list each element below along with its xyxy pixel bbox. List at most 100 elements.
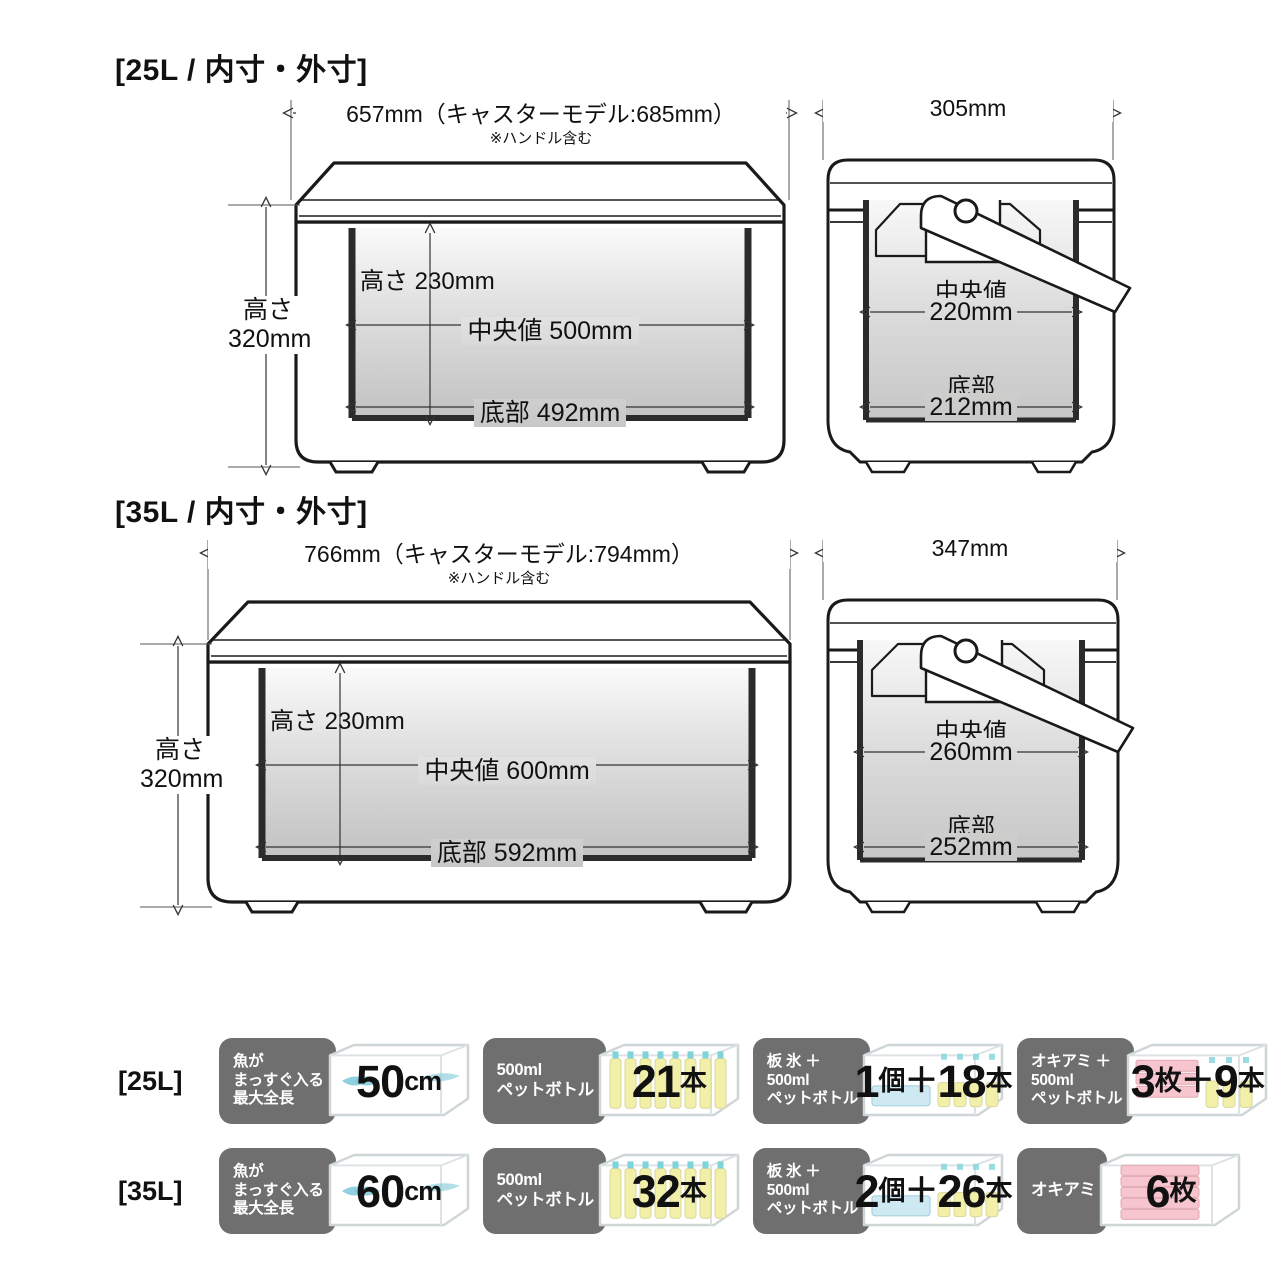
capacity-quantity-part: 32	[631, 1165, 681, 1217]
capacity-quantity-part: cm	[404, 1065, 442, 1096]
capacity-row-label: [25L]	[118, 1065, 183, 1096]
capacity-quantity-part: 本	[679, 1065, 707, 1096]
capacity-quantity-part: 枚	[1169, 1175, 1197, 1206]
side-mid-value-25l: 220mm	[866, 298, 1076, 327]
outer-height-label-25l: 高さ 320mm	[228, 296, 312, 354]
capacity-quantity-part: 枚	[1154, 1065, 1182, 1096]
capacity-quantity-part: ＋	[904, 1062, 938, 1100]
top-dimension-35l: 766mm（キャスターモデル:794mm）	[208, 535, 790, 569]
capacity-badge-label-line: まっすぐ入る	[233, 1181, 324, 1199]
inner-width-mid-35l: 中央値 600mm	[262, 751, 752, 787]
capacity-badge-label: 魚がまっすぐ入る最大全長	[219, 1038, 336, 1124]
capacity-badge-label-line: ペットボトル	[766, 1200, 859, 1218]
capacity-quantity-part: 2	[854, 1165, 879, 1217]
capacity-badge-label: オキアミ	[1017, 1148, 1108, 1234]
side-top-dimension-35l: 347mm	[823, 535, 1117, 562]
outer-height-label-35l: 高さ 320mm	[140, 736, 224, 794]
capacity-quantity-part: ＋	[1180, 1062, 1215, 1100]
capacity-badge-label-line: 500ml	[766, 1181, 810, 1199]
capacity-quantity-part: 21	[631, 1055, 681, 1107]
side-mid-value-35l: 260mm	[860, 738, 1082, 767]
capacity-badge-label-line: ペットボトル	[1031, 1090, 1123, 1108]
capacity-quantity-part: 3	[1130, 1055, 1156, 1107]
side-top-dimension-25l: 305mm	[823, 95, 1113, 122]
capacity-badge-label-line: オキアミ ＋	[1031, 1053, 1111, 1071]
capacity-badge-label-line: ペットボトル	[496, 1081, 595, 1099]
top-dimension-25l: 657mm（キャスターモデル:685mm）	[296, 95, 786, 129]
capacity-quantity-part: 6	[1145, 1165, 1170, 1217]
top-note-35l: ※ハンドル含む	[447, 570, 551, 587]
capacity-badge-label: 魚がまっすぐ入る最大全長	[219, 1148, 336, 1234]
capacity-quantity-part: cm	[404, 1175, 442, 1206]
capacity-badge-label-line: 500ml	[496, 1171, 543, 1190]
section-title-35l: [35L / 内寸・外寸]	[115, 496, 368, 529]
side-bottom-value-35l: 252mm	[860, 833, 1082, 862]
section-title-25l: [25L / 内寸・外寸]	[115, 54, 368, 87]
capacity-badge-label-line: ペットボトル	[496, 1191, 595, 1209]
capacity-quantity-part: 18	[937, 1055, 986, 1107]
capacity-quantity-part: 個	[878, 1175, 905, 1206]
capacity-quantity-part: 個	[878, 1065, 905, 1096]
capacity-badge-label-line: 最大全長	[233, 1090, 294, 1108]
capacity-badge-label-line: 500ml	[496, 1061, 543, 1080]
inner-height-25l: 高さ 230mm	[360, 268, 495, 295]
capacity-quantity-part: 60	[356, 1165, 405, 1217]
capacity-badge-label-line: 板 氷 ＋	[766, 1053, 821, 1071]
inner-width-bottom-35l: 底部 592mm	[262, 833, 752, 869]
capacity-quantity-part: ＋	[904, 1172, 938, 1210]
capacity-badge-label-line: 板 氷 ＋	[766, 1163, 821, 1181]
capacity-quantity-part: 9	[1213, 1055, 1239, 1107]
top-note-25l: ※ハンドル含む	[489, 130, 593, 147]
capacity-quantity-part: 本	[985, 1175, 1013, 1206]
capacity-quantity-part: 1	[854, 1055, 879, 1107]
capacity-badge-label-line: 魚が	[233, 1053, 264, 1071]
capacity-badge-label-line: 最大全長	[233, 1200, 294, 1218]
capacity-quantity-part: 本	[679, 1175, 707, 1206]
capacity-quantity-part: 50	[356, 1055, 405, 1107]
capacity-badge-label-line: 500ml	[1031, 1071, 1074, 1089]
inner-width-bottom-25l: 底部 492mm	[352, 393, 748, 429]
capacity-badge-label-line: ペットボトル	[766, 1090, 859, 1108]
side-bottom-value-25l: 212mm	[866, 393, 1076, 422]
capacity-badge-label-line: まっすぐ入る	[233, 1071, 324, 1089]
capacity-badge-label-line: 魚が	[233, 1163, 264, 1181]
capacity-badge-label-line: オキアミ	[1031, 1181, 1096, 1200]
inner-width-mid-25l: 中央値 500mm	[352, 311, 748, 347]
inner-height-35l: 高さ 230mm	[270, 708, 405, 735]
capacity-badge-label-line: 500ml	[766, 1071, 810, 1089]
capacity-quantity-part: 本	[985, 1065, 1013, 1096]
capacity-row-label: [35L]	[118, 1175, 183, 1206]
